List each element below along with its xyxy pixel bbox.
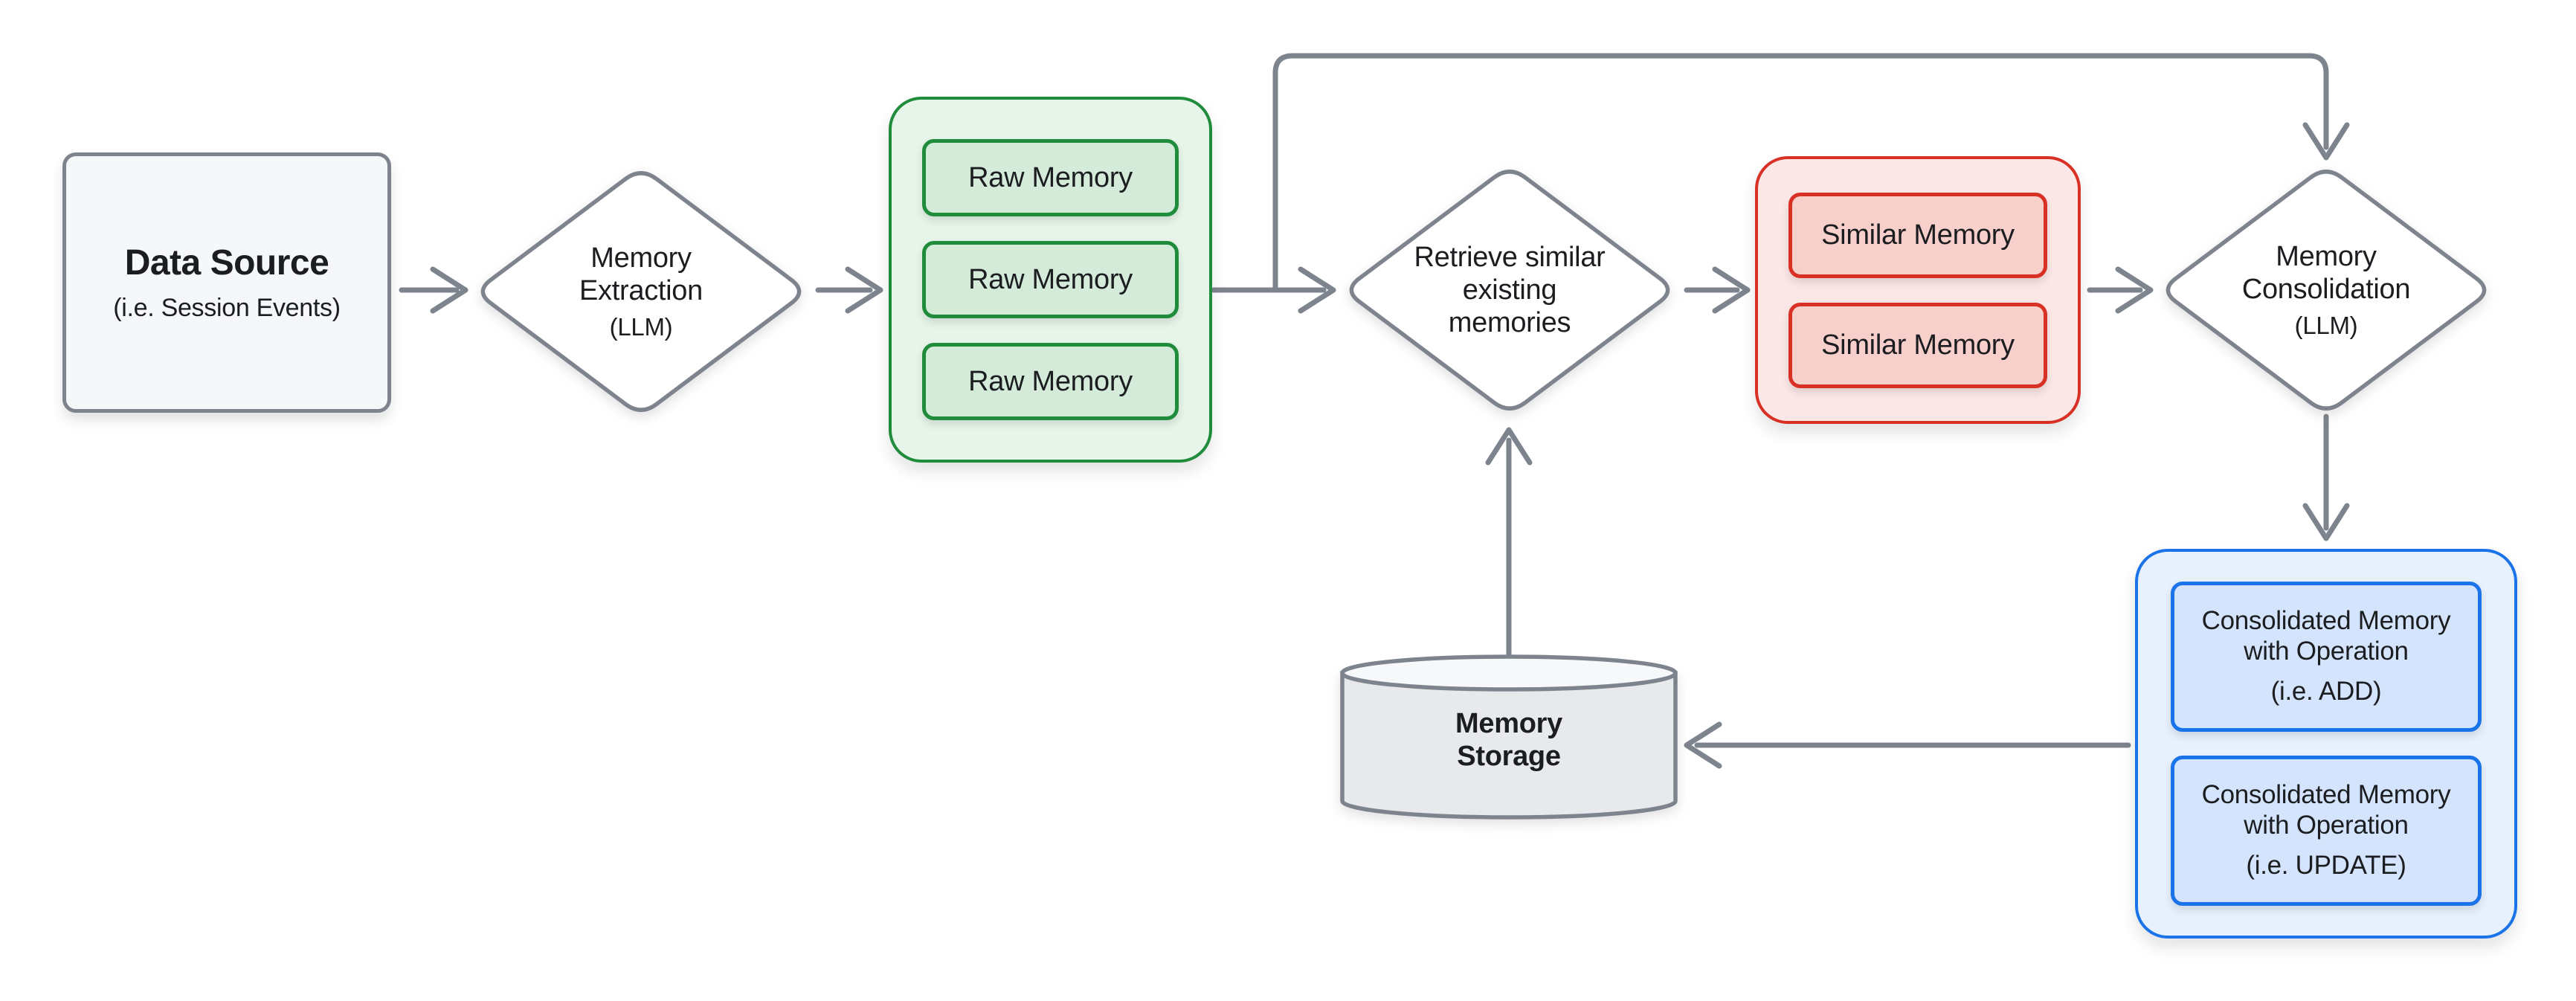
data-source-title: Data Source	[124, 243, 329, 283]
similar-memory-label: Similar Memory	[1821, 219, 2015, 251]
consolidated-memory-box: Consolidated Memory with Operation (i.e.…	[2171, 582, 2482, 732]
memory-storage-cylinder-top	[1340, 654, 1678, 692]
memory-extraction-subtitle: (LLM)	[609, 312, 673, 341]
raw-memories-group: Raw Memory Raw Memory Raw Memory	[889, 97, 1212, 463]
memory-consolidation-subtitle: (LLM)	[2294, 311, 2358, 339]
raw-memory-box: Raw Memory	[922, 241, 1179, 318]
consolidated-memory-title: Consolidated Memory with Operation	[2201, 780, 2451, 840]
memory-extraction-label: Memory Extraction (LLM)	[529, 217, 753, 366]
similar-memory-box: Similar Memory	[1788, 302, 2047, 388]
data-source-node: Data Source (i.e. Session Events)	[62, 152, 391, 413]
raw-memory-label: Raw Memory	[968, 161, 1133, 193]
raw-memory-label: Raw Memory	[968, 365, 1133, 397]
raw-memory-label: Raw Memory	[968, 263, 1133, 295]
retrieve-memories-title: Retrieve similar existing memories	[1414, 241, 1606, 339]
memory-storage-title: Memory Storage	[1455, 707, 1562, 772]
raw-memory-box: Raw Memory	[922, 139, 1179, 216]
raw-memory-box: Raw Memory	[922, 343, 1179, 420]
consolidated-memory-title: Consolidated Memory with Operation	[2201, 606, 2451, 666]
consolidated-memory-box: Consolidated Memory with Operation (i.e.…	[2171, 756, 2482, 906]
consolidated-memory-subtitle: (i.e. ADD)	[2270, 677, 2382, 707]
memory-consolidation-label: Memory Consolidation (LLM)	[2215, 216, 2438, 364]
memory-storage-cylinder-body	[1340, 671, 1678, 820]
consolidated-memory-subtitle: (i.e. UPDATE)	[2246, 851, 2406, 881]
consolidated-memories-group: Consolidated Memory with Operation (i.e.…	[2135, 549, 2517, 939]
similar-memories-group: Similar Memory Similar Memory	[1755, 156, 2081, 424]
arrow-feedback-to-consolidation	[1272, 53, 2329, 293]
memory-storage-label: Memory Storage	[1420, 692, 1598, 788]
memory-consolidation-title: Memory Consolidation	[2241, 240, 2411, 305]
similar-memory-label: Similar Memory	[1821, 329, 2015, 361]
retrieve-memories-label: Retrieve similar existing memories	[1387, 216, 1632, 364]
data-source-subtitle: (i.e. Session Events)	[113, 294, 341, 322]
similar-memory-box: Similar Memory	[1788, 192, 2047, 278]
memory-extraction-title: Memory Extraction	[579, 242, 703, 306]
